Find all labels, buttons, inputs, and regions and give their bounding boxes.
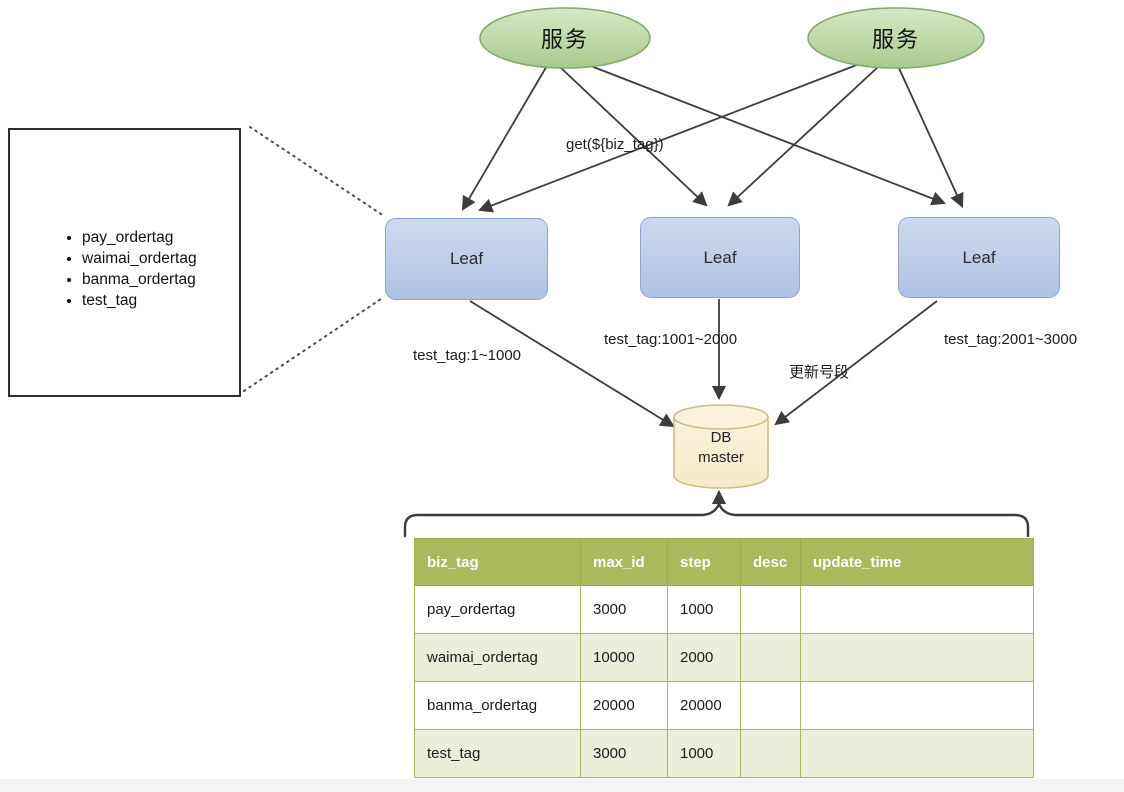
edge-label-segment-3: test_tag:2001~3000 — [944, 331, 1078, 348]
edge-label-segment-1: test_tag:1~1000 — [413, 347, 522, 364]
edge-label-get-biz-tag: get(${biz_tag}) — [566, 136, 664, 153]
leaf-node-2: Leaf — [640, 217, 800, 298]
cell-update-time — [800, 633, 1034, 682]
service-to-leaf-arrows — [461, 60, 964, 213]
table-row: test_tag 3000 1000 — [414, 729, 1034, 778]
service-node-1-label: 服务 — [540, 27, 589, 52]
db-label-line1: DB — [710, 429, 732, 446]
cell-update-time — [800, 585, 1034, 634]
cell-max-id: 10000 — [580, 633, 668, 682]
biz-tag-list-item: waimai_ordertag — [82, 248, 239, 269]
cell-step: 1000 — [667, 585, 741, 634]
col-header-biz-tag: biz_tag — [414, 538, 581, 586]
table-row: banma_ordertag 20000 20000 — [414, 681, 1034, 730]
cell-desc — [740, 585, 801, 634]
biz-tag-list: pay_ordertag waimai_ordertag banma_order… — [10, 130, 239, 311]
table-row: waimai_ordertag 10000 2000 — [414, 633, 1034, 682]
cell-max-id: 3000 — [580, 585, 668, 634]
table-header-row: biz_tag max_id step desc update_time — [414, 538, 1034, 586]
cell-biz-tag: test_tag — [414, 729, 581, 778]
col-header-step: step — [667, 538, 741, 586]
col-header-desc: desc — [740, 538, 801, 586]
leaf-node-1: Leaf — [385, 218, 548, 300]
col-header-max-id: max_id — [580, 538, 668, 586]
biz-tag-callout-box: pay_ordertag waimai_ordertag banma_order… — [8, 128, 241, 397]
db-master-label: DB master — [673, 428, 769, 468]
cell-desc — [740, 681, 801, 730]
page-bottom-strip — [0, 779, 1124, 792]
cell-step: 2000 — [667, 633, 741, 682]
cell-max-id: 20000 — [580, 681, 668, 730]
cell-step: 1000 — [667, 729, 741, 778]
edge-label-segment-2: test_tag:1001~2000 — [604, 331, 738, 348]
leaf-node-3: Leaf — [898, 217, 1060, 298]
biz-tag-list-item: pay_ordertag — [82, 227, 239, 248]
cell-update-time — [800, 729, 1034, 778]
cell-desc — [740, 729, 801, 778]
cell-biz-tag: pay_ordertag — [414, 585, 581, 634]
service-node-1-shape — [479, 7, 651, 69]
callout-dotted-connectors — [243, 126, 385, 392]
cell-update-time — [800, 681, 1034, 730]
biz-tag-list-item: test_tag — [82, 290, 239, 311]
cell-biz-tag: banma_ordertag — [414, 681, 581, 730]
db-cylinder-shape — [673, 404, 769, 489]
cell-max-id: 3000 — [580, 729, 668, 778]
cell-desc — [740, 633, 801, 682]
db-label-line2: master — [698, 449, 744, 466]
table-to-db-brace — [403, 489, 1030, 538]
leaf-to-db-arrows — [469, 299, 938, 428]
edge-label-update-segment: 更新号段 — [789, 364, 850, 381]
col-header-update-time: update_time — [800, 538, 1034, 586]
cell-step: 20000 — [667, 681, 741, 730]
segment-table: biz_tag max_id step desc update_time pay… — [414, 538, 1034, 778]
service-node-2-label: 服务 — [871, 27, 920, 52]
service-node-2-shape — [807, 7, 985, 69]
biz-tag-list-item: banma_ordertag — [82, 269, 239, 290]
cell-biz-tag: waimai_ordertag — [414, 633, 581, 682]
table-row: pay_ordertag 3000 1000 — [414, 585, 1034, 634]
